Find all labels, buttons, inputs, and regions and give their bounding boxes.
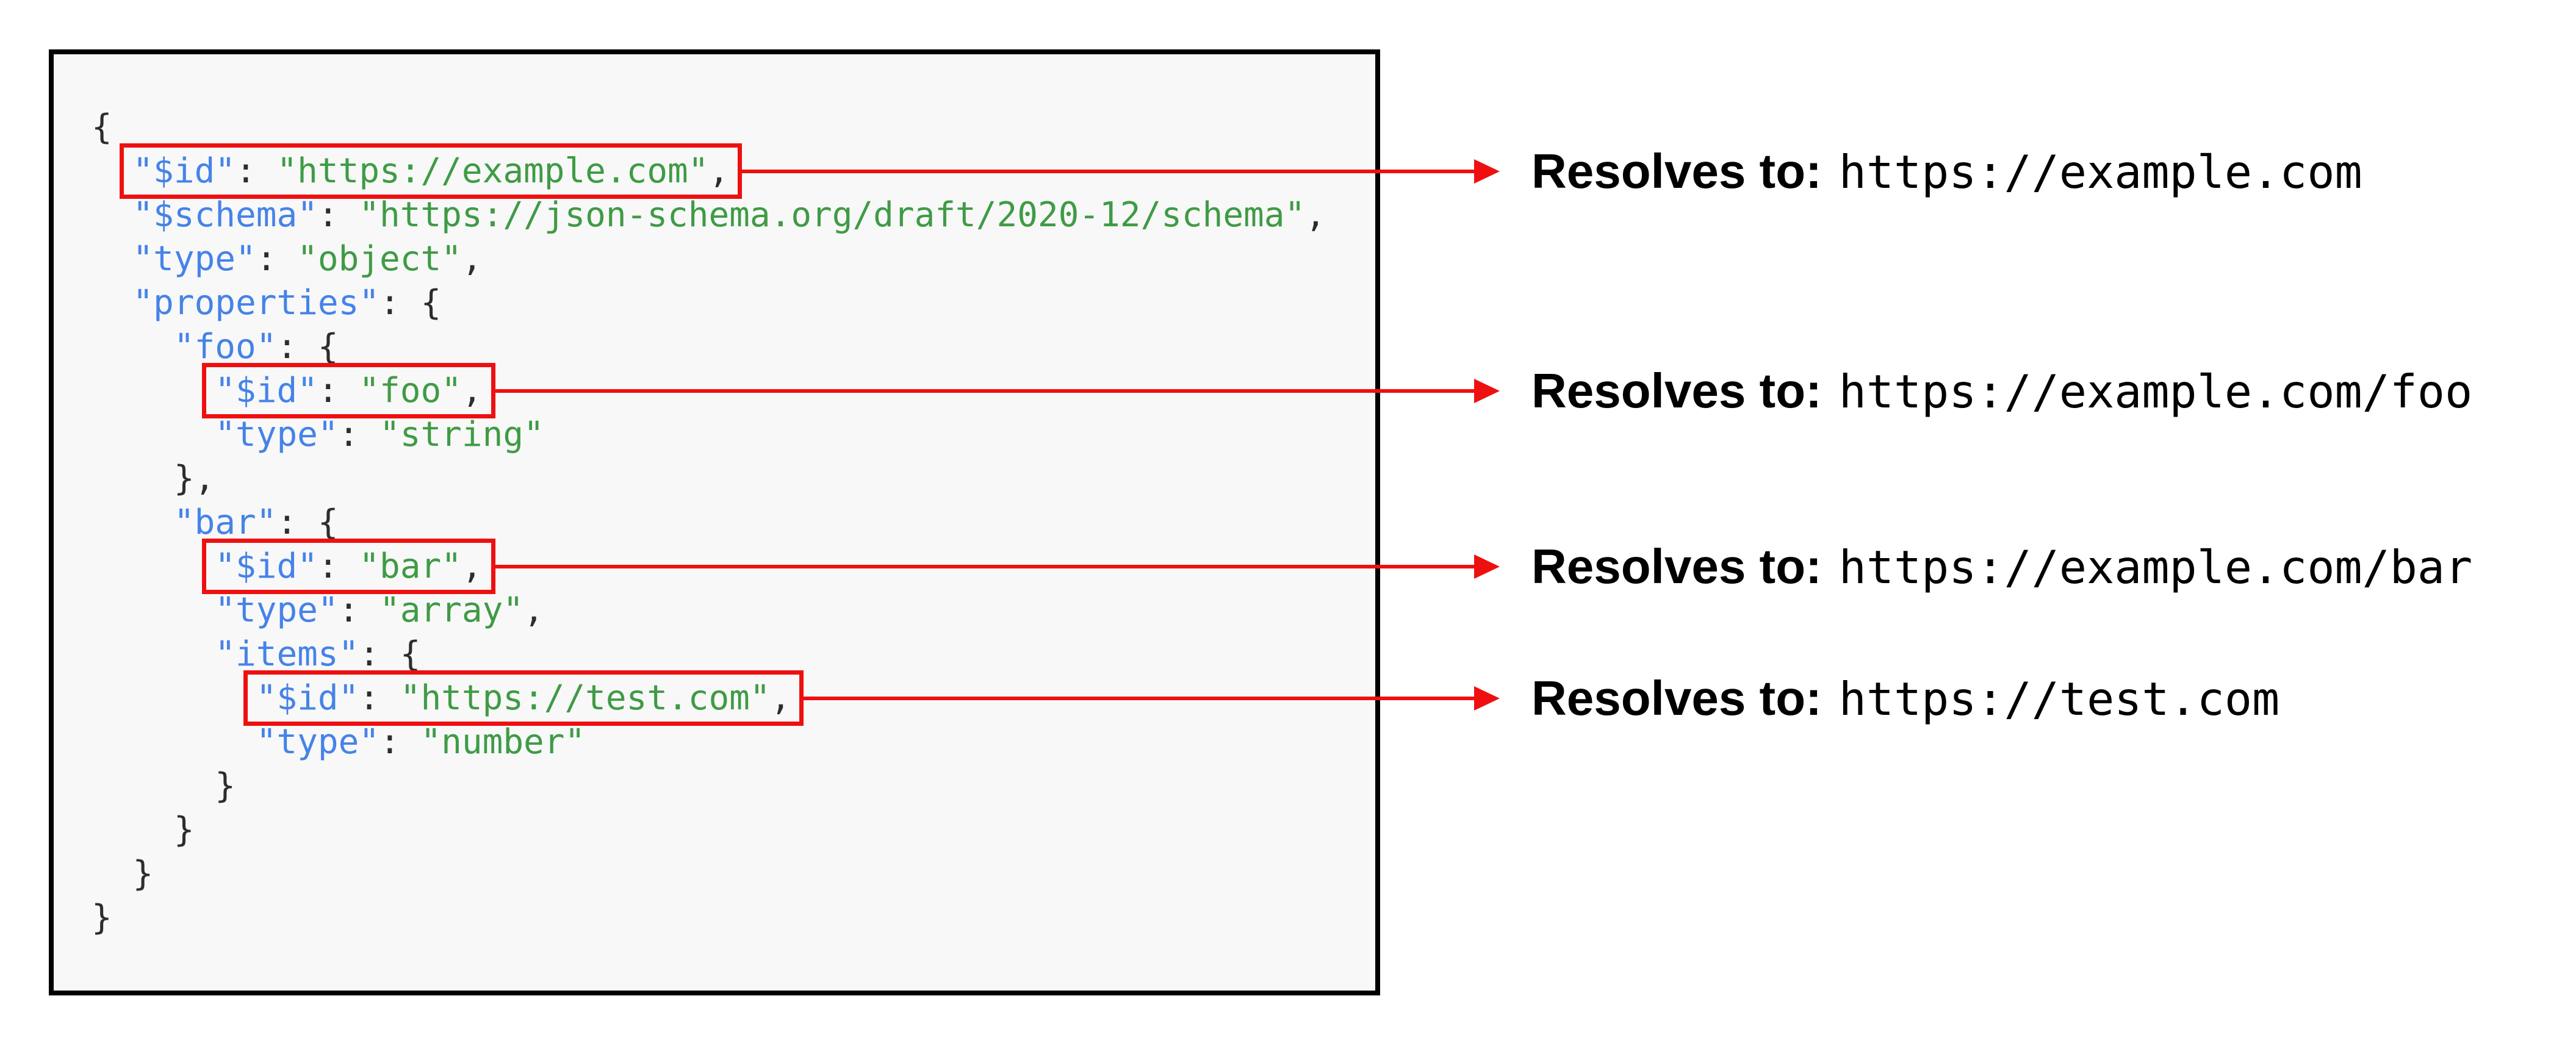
annotation-label: Resolves to: (1531, 539, 1822, 593)
code-token-str: "foo" (359, 371, 462, 410)
arrow-head-icon (1474, 554, 1500, 579)
code-token-str: "https://example.com" (276, 151, 709, 191)
code-token-key: "type" (215, 415, 339, 454)
annotation-label: Resolves to: (1531, 144, 1822, 198)
highlight-box-h-foo: "$id": "foo", (202, 363, 495, 418)
code-token-punc: : (359, 678, 400, 718)
code-line: } (92, 808, 1375, 852)
code-token-punc: { (92, 107, 112, 147)
annotation-value: https://example.com (1838, 145, 2362, 199)
code-token-key: "$schema" (132, 195, 318, 235)
code-token-key: "$id" (256, 678, 359, 718)
code-token-key: "type" (215, 590, 339, 630)
annotation-value: https://test.com (1838, 672, 2280, 726)
code-token-punc: , (461, 239, 483, 279)
code-token-punc: } (92, 898, 112, 937)
highlight-box-h-root: "$id": "https://example.com", (120, 143, 743, 199)
code-token-punc: , (461, 371, 483, 410)
code-token-key: "$id" (215, 547, 318, 586)
code-token-str: "array" (380, 590, 524, 630)
annotation-label: Resolves to: (1531, 671, 1822, 725)
code-token-punc: : { (276, 503, 339, 542)
arrow-connector-line (493, 565, 1479, 568)
code-token-str: "https://json-schema.org/draft/2020-12/s… (359, 195, 1306, 235)
arrow-connector-line (739, 170, 1479, 173)
code-token-punc: : (236, 151, 277, 191)
arrow-head-icon (1474, 686, 1500, 711)
code-line: "$schema": "https://json-schema.org/draf… (92, 193, 1375, 237)
arrow-head-icon (1474, 379, 1500, 403)
code-line: } (92, 764, 1375, 808)
code-line: "foo": { (92, 325, 1375, 369)
code-token-str: "https://test.com" (400, 678, 771, 718)
annotation-3: Resolves to: https://example.com/bar (1531, 539, 2472, 595)
code-line: } (92, 852, 1375, 896)
code-line: "type": "object", (92, 237, 1375, 281)
code-line: "type": "string" (92, 413, 1375, 457)
code-line: "type": "number" (92, 720, 1375, 764)
code-line: "bar": { (92, 501, 1375, 545)
json-schema-code-panel: { "$id": "https://example.com", "$schema… (49, 49, 1380, 995)
code-token-punc: : { (380, 283, 442, 323)
code-token-punc: , (461, 547, 483, 586)
code-token-punc: : (256, 239, 298, 279)
code-line: "$id": "bar", (92, 539, 1375, 594)
code-token-punc: , (770, 678, 791, 718)
code-token-key: "type" (256, 722, 380, 762)
code-line: "items": { (92, 633, 1375, 676)
code-token-key: "bar" (173, 503, 277, 542)
code-token-punc: : (317, 195, 359, 235)
annotation-4: Resolves to: https://test.com (1531, 670, 2279, 726)
code-token-key: "items" (215, 634, 359, 674)
highlight-box-h-bar: "$id": "bar", (202, 539, 495, 594)
code-token-punc: : (317, 547, 359, 586)
code-token-punc: : (317, 371, 359, 410)
code-token-key: "$id" (132, 151, 236, 191)
code-token-punc: : (338, 415, 380, 454)
code-token-punc: : (338, 590, 380, 630)
code-token-punc: } (215, 766, 236, 806)
code-token-key: "$id" (215, 371, 318, 410)
annotation-label: Resolves to: (1531, 364, 1822, 418)
code-token-punc: : { (359, 634, 421, 674)
code-token-punc: } (132, 854, 154, 894)
code-line: "$id": "https://test.com", (92, 670, 1375, 726)
code-line: "$id": "https://example.com", (92, 143, 1375, 199)
arrow-connector-line (801, 697, 1479, 700)
annotation-2: Resolves to: https://example.com/foo (1531, 363, 2472, 419)
code-token-punc: } (173, 810, 195, 850)
code-token-punc: }, (173, 459, 215, 498)
code-token-punc: , (708, 151, 730, 191)
code-line: "$id": "foo", (92, 363, 1375, 418)
code-token-str: "number" (420, 722, 586, 762)
code-line: "type": "array", (92, 589, 1375, 633)
code-token-punc: : { (276, 327, 339, 367)
annotation-value: https://example.com/bar (1838, 540, 2473, 594)
code-line: "properties": { (92, 281, 1375, 325)
highlight-box-h-test: "$id": "https://test.com", (243, 670, 804, 726)
code-token-punc: , (523, 590, 544, 630)
code-token-key: "type" (132, 239, 256, 279)
arrow-head-icon (1474, 159, 1500, 184)
code-line: { (92, 106, 1375, 149)
code-token-punc: , (1305, 195, 1326, 235)
code-token-key: "properties" (132, 283, 380, 323)
code-token-str: "object" (297, 239, 462, 279)
code-token-key: "foo" (173, 327, 277, 367)
code-line: } (92, 896, 1375, 940)
code-content: { "$id": "https://example.com", "$schema… (54, 54, 1375, 940)
code-token-str: "bar" (359, 547, 462, 586)
arrow-connector-line (493, 389, 1479, 393)
code-token-str: "string" (380, 415, 544, 454)
annotation-value: https://example.com/foo (1838, 365, 2473, 418)
code-token-punc: : (380, 722, 421, 762)
annotation-1: Resolves to: https://example.com (1531, 143, 2362, 199)
code-line: }, (92, 457, 1375, 501)
